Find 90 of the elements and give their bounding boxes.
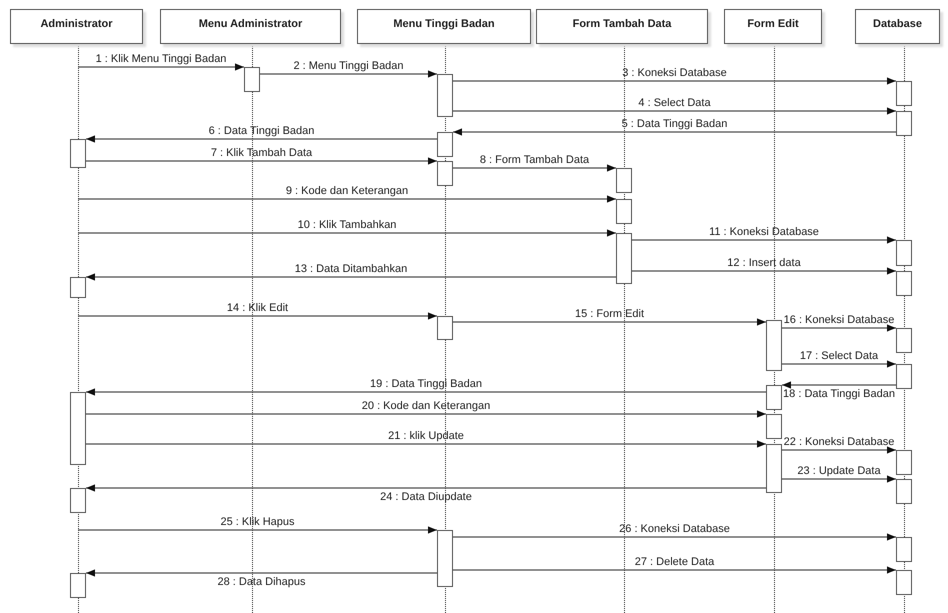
activation-bar [244, 67, 260, 92]
message-label: 27 : Delete Data [634, 556, 714, 569]
message-label: 24 : Data Diupdate [380, 491, 472, 504]
activation-bar [896, 81, 912, 106]
activation-bar [616, 233, 632, 284]
message-arrow [782, 381, 896, 389]
activation-bar [437, 161, 453, 186]
activation-bar [896, 328, 912, 353]
message-label: 18 : Data Tinggi Badan [783, 388, 895, 401]
activation-bar [70, 573, 86, 598]
message-label: 16 : Koneksi Database [784, 314, 894, 327]
message-label: 19 : Data Tinggi Badan [370, 378, 482, 391]
message-label: 7 : Klik Tambah Data [210, 147, 312, 160]
activation-bar [70, 488, 86, 513]
activation-bar [896, 537, 912, 562]
activation-bar [437, 530, 453, 587]
message-arrow [78, 63, 244, 71]
message-label: 25 : Klik Hapus [220, 516, 294, 529]
participant-box: Database [855, 9, 940, 44]
message-arrow [78, 526, 437, 534]
message-arrow [782, 446, 896, 454]
message-label: 3 : Koneksi Database [622, 67, 727, 80]
message-label: 2 : Menu Tinggi Badan [293, 60, 404, 73]
message-label: 8 : Form Tambah Data [480, 154, 590, 167]
message-label: 15 : Form Edit [574, 308, 644, 321]
message-label: 9 : Kode dan Keterangan [286, 185, 408, 198]
message-arrow [782, 360, 896, 368]
activation-bar [896, 364, 912, 389]
message-label: 1 : Klik Menu Tinggi Badan [96, 53, 226, 66]
activation-bar [70, 139, 86, 168]
message-arrow [86, 569, 437, 577]
message-arrow [453, 566, 896, 574]
participant-box: Administrator [10, 9, 143, 44]
message-arrow [78, 195, 616, 203]
message-arrow [86, 388, 766, 396]
message-label: 21 : klik Update [388, 430, 464, 443]
message-label: 22 : Koneksi Database [784, 436, 894, 449]
message-label: 26 : Koneksi Database [619, 523, 730, 536]
activation-bar [896, 570, 912, 595]
message-label: 13 : Data Ditambahkan [294, 263, 408, 276]
message-arrow [453, 107, 896, 115]
activation-bar [896, 479, 912, 504]
message-arrow [260, 70, 437, 78]
activation-bar [766, 414, 782, 439]
activation-bar [766, 320, 782, 371]
activation-bar [616, 199, 632, 224]
message-label: 4 : Select Data [638, 97, 711, 110]
activation-bar [437, 74, 453, 117]
message-arrow [453, 128, 896, 136]
message-arrow [453, 533, 896, 541]
participant-box: Form Tambah Data [536, 9, 708, 44]
message-label: 11 : Koneksi Database [709, 226, 819, 239]
message-arrow [453, 318, 766, 326]
message-arrow [86, 410, 766, 418]
message-arrow [86, 135, 437, 143]
message-label: 6 : Data Tinggi Badan [208, 125, 314, 138]
participant-box: Menu Tinggi Badan [357, 9, 531, 44]
activation-bar [70, 277, 86, 298]
activation-bar [616, 168, 632, 193]
message-arrow [782, 475, 896, 483]
message-label: 5 : Data Tinggi Badan [622, 118, 728, 131]
message-label: 20 : Kode dan Keterangan [362, 400, 490, 413]
message-label: 23 : Update Data [797, 465, 881, 478]
message-label: 17 : Select Data [800, 350, 878, 363]
message-arrow [78, 229, 616, 237]
message-arrow [86, 484, 766, 492]
message-arrow [453, 77, 896, 85]
message-arrow [86, 157, 437, 165]
activation-bar [766, 444, 782, 493]
message-label: 14 : Klik Edit [226, 302, 288, 315]
message-label: 10 : Klik Tambahkan [298, 219, 396, 232]
message-arrow [78, 312, 437, 320]
message-arrow [782, 324, 896, 332]
message-arrow [453, 164, 616, 172]
participant-box: Form Edit [724, 9, 822, 44]
activation-bar [437, 316, 453, 340]
activation-bar [437, 132, 453, 157]
message-arrow [86, 440, 766, 448]
participant-box: Menu Administrator [160, 9, 341, 44]
message-arrow [632, 267, 896, 275]
message-label: 28 : Data Dihapus [217, 576, 306, 589]
activation-bar [766, 385, 782, 410]
message-arrow [86, 273, 616, 281]
activation-bar [896, 271, 912, 296]
activation-bar [896, 450, 912, 475]
activation-bar [70, 392, 86, 465]
message-label: 12 : Insert data [727, 257, 801, 270]
activation-bar [896, 111, 912, 136]
message-arrow [632, 236, 896, 244]
activation-bar [896, 240, 912, 266]
